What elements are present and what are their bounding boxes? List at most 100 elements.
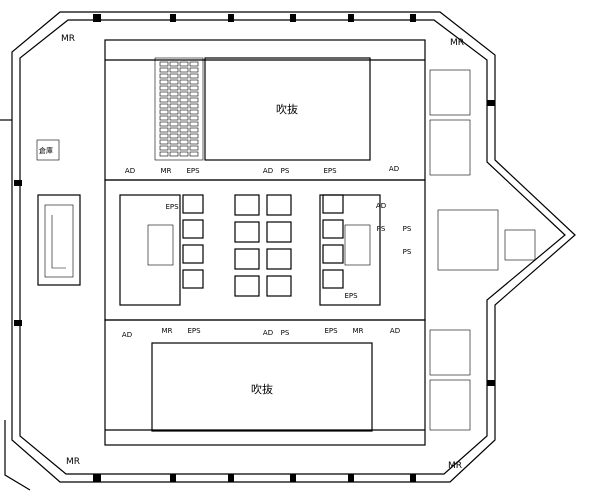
atrium-south: 吹抜: [151, 342, 373, 432]
elevator-car: [322, 194, 344, 214]
elevator-car: [182, 244, 204, 264]
seat: [189, 85, 199, 91]
seat: [189, 61, 199, 67]
ps-label-2: PS: [377, 225, 386, 233]
elevator-car: [322, 219, 344, 239]
seat: [159, 91, 169, 97]
ad-label-4: AD: [376, 202, 386, 210]
ps-label-3: PS: [403, 225, 412, 233]
seat: [159, 121, 169, 127]
seat: [179, 61, 189, 67]
eps-label-6: EPS: [324, 327, 338, 335]
elevator-car: [266, 221, 292, 243]
seat: [169, 127, 179, 133]
elevator-car: [234, 248, 260, 270]
seat: [169, 97, 179, 103]
seat: [179, 127, 189, 133]
seat: [189, 127, 199, 133]
eps-label-4: EPS: [344, 292, 358, 300]
ad-label-7: AD: [390, 327, 400, 335]
seat: [189, 73, 199, 79]
atrium-south-label: 吹抜: [251, 382, 273, 396]
seat: [159, 139, 169, 145]
seat: [159, 73, 169, 79]
seat: [159, 133, 169, 139]
storage-room: [36, 139, 60, 161]
seat: [189, 145, 199, 151]
seat: [169, 133, 179, 139]
seat: [179, 103, 189, 109]
seat: [169, 85, 179, 91]
mr-label-ne: MR: [450, 38, 464, 48]
seat: [169, 139, 179, 145]
ps-label-1: PS: [281, 167, 290, 175]
east-wing: [429, 69, 536, 431]
seat: [159, 97, 169, 103]
seat: [179, 151, 189, 157]
room-labels: MR MR MR MR 倉庫 AD MR EPS AD PS EPS AD EP…: [39, 34, 464, 471]
seat: [169, 91, 179, 97]
seat: [189, 91, 199, 97]
seat: [179, 97, 189, 103]
storage-label: 倉庫: [39, 146, 53, 155]
elevator-car: [266, 248, 292, 270]
seat: [189, 115, 199, 121]
seat: [179, 67, 189, 73]
seat: [169, 115, 179, 121]
seat: [189, 139, 199, 145]
core-walls: [104, 39, 426, 446]
elevator-car: [322, 269, 344, 289]
ad-label-6: AD: [263, 329, 273, 337]
atrium-north-label: 吹抜: [276, 102, 298, 116]
seat: [179, 121, 189, 127]
eps-label-3: EPS: [165, 203, 179, 211]
seat: [179, 109, 189, 115]
seat: [169, 67, 179, 73]
seat: [159, 85, 169, 91]
seat: [189, 151, 199, 157]
mr-label-core-1: MR: [161, 167, 172, 175]
eps-label-1: EPS: [186, 167, 200, 175]
elevator-car: [266, 194, 292, 216]
elevator-car: [182, 194, 204, 214]
seat: [159, 79, 169, 85]
seat: [179, 115, 189, 121]
seat: [179, 79, 189, 85]
seat: [169, 151, 179, 157]
seat: [189, 103, 199, 109]
seat: [189, 97, 199, 103]
seat: [179, 139, 189, 145]
elevator-car: [182, 219, 204, 239]
seat: [169, 61, 179, 67]
elevator-car: [182, 269, 204, 289]
mr-label-sw: MR: [66, 457, 80, 467]
seat: [159, 61, 169, 67]
seat: [169, 73, 179, 79]
mr-label-se: MR: [448, 461, 462, 471]
seat: [169, 121, 179, 127]
columns: [14, 14, 495, 482]
elevator-bank: [234, 194, 292, 297]
seat: [169, 79, 179, 85]
auditorium-seating: [154, 57, 204, 161]
seat: [159, 145, 169, 151]
mr-label-core-2: MR: [162, 327, 173, 335]
seat: [189, 109, 199, 115]
seat: [159, 115, 169, 121]
elevator-car: [234, 221, 260, 243]
ad-label-2: AD: [263, 167, 273, 175]
seat: [179, 85, 189, 91]
ad-label-3: AD: [389, 165, 399, 173]
seat: [179, 145, 189, 151]
side-cores: [119, 194, 381, 306]
elevator-car: [266, 275, 292, 297]
mr-label-core-3: MR: [353, 327, 364, 335]
seat: [159, 151, 169, 157]
ad-label-5: AD: [122, 331, 132, 339]
west-stair: [37, 194, 81, 286]
seat: [179, 91, 189, 97]
seat: [159, 109, 169, 115]
seat: [169, 109, 179, 115]
elevator-car: [234, 275, 260, 297]
